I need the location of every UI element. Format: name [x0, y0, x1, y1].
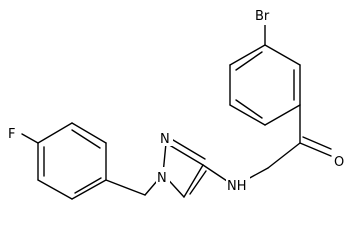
pyrazole-ring: [162, 136, 231, 198]
molecule-structure-diagram: Br O NH N N F: [8, 9, 345, 200]
c-f-bond: [21, 133, 39, 144]
fluorine-atom-label: F: [8, 127, 15, 142]
pyrazole-n1-atom-label: N: [157, 171, 167, 186]
bromophenyl-ring: [229, 44, 301, 126]
bromine-atom-label: Br: [255, 9, 270, 24]
oxygen-atom-label: O: [334, 155, 344, 170]
amide-nh-atom-label: NH: [227, 179, 247, 194]
pyrazole-n2-atom-label: N: [160, 132, 170, 147]
fluorophenyl-ring: [37, 122, 107, 200]
ch2-aryl-bond: [105, 179, 146, 196]
